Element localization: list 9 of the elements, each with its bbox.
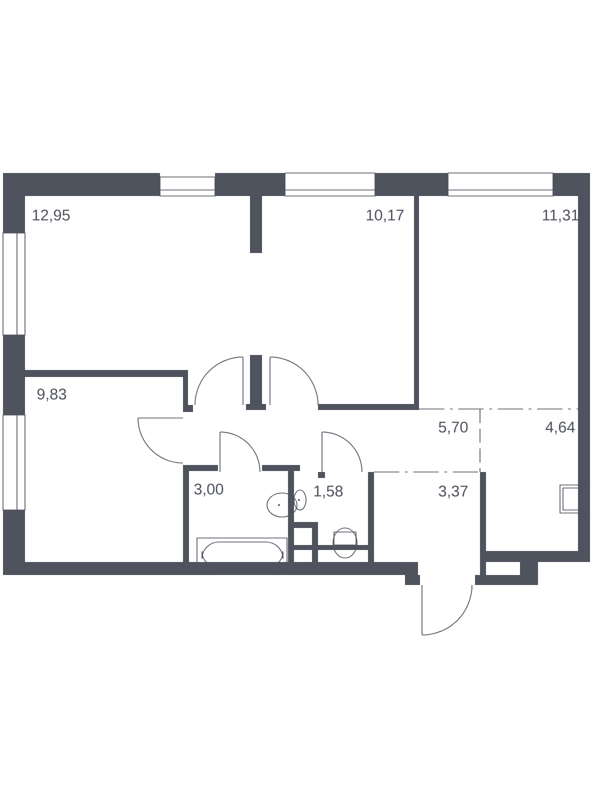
area-label: 9,83 xyxy=(37,388,66,402)
area-label: 1,58 xyxy=(314,486,343,498)
area-label: 3,37 xyxy=(438,486,468,498)
area-label: 11,31 xyxy=(542,210,579,222)
area-label: 5,70 xyxy=(438,422,468,434)
area-label: 10,17 xyxy=(366,210,404,222)
area-label: 4,64 xyxy=(546,422,575,434)
area-label: 12,95 xyxy=(32,210,70,222)
area-label: 3,00 xyxy=(194,484,224,496)
